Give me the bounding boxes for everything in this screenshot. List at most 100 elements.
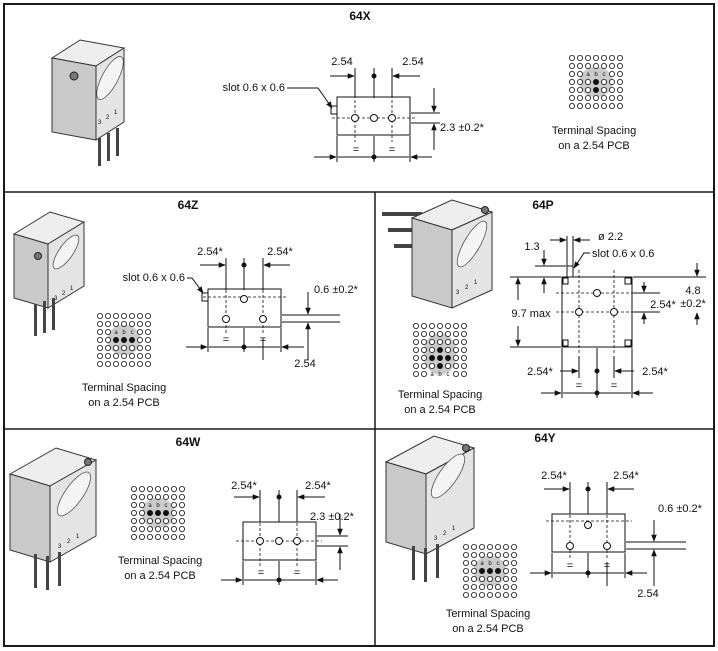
grid-hole bbox=[494, 576, 501, 583]
grid-hole bbox=[486, 552, 493, 559]
grid-hole bbox=[154, 493, 161, 500]
grid-hole bbox=[138, 485, 145, 492]
grid-hole bbox=[577, 103, 584, 110]
dim-height: 0.6 ±0.2* bbox=[658, 503, 703, 515]
grid-hole bbox=[178, 493, 185, 500]
grid-hole bbox=[412, 354, 419, 361]
grid-terminal-hole bbox=[593, 87, 600, 94]
grid-hole bbox=[144, 336, 151, 343]
dim-bottom-right: 2.54* bbox=[642, 366, 668, 378]
grid-hole bbox=[144, 352, 151, 359]
grid-hole bbox=[128, 344, 135, 351]
grid-hole bbox=[510, 544, 517, 551]
dim-equal-left: = bbox=[258, 567, 264, 579]
grid-hole bbox=[136, 328, 143, 335]
dim-pitch-right: 2.54 bbox=[402, 56, 423, 68]
grid-hole bbox=[502, 576, 509, 583]
grid-hole bbox=[97, 328, 104, 335]
grid-hole bbox=[113, 352, 120, 359]
pcb-label: on a 2.54 PCB bbox=[124, 570, 196, 582]
trimmer-potentiometer-icon: 3 2 1 bbox=[382, 199, 494, 309]
grid-hole bbox=[170, 485, 177, 492]
grid-hole bbox=[585, 103, 592, 110]
grid-hole bbox=[128, 320, 135, 327]
dim-diameter: ø 2.2 bbox=[598, 231, 623, 243]
dim-slot: slot 0.6 x 0.6 bbox=[123, 272, 185, 284]
grid-hole bbox=[130, 501, 137, 508]
grid-hole bbox=[178, 526, 185, 533]
grid-hole bbox=[569, 87, 576, 94]
grid-hole bbox=[428, 322, 435, 329]
grid-letter: c bbox=[131, 330, 134, 336]
dim-equal-left: = bbox=[223, 334, 229, 346]
dimension-drawing-64y: 2.54* 2.54* 0.6 ±0.2* = = 2.54 bbox=[530, 470, 703, 600]
grid-hole bbox=[128, 352, 135, 359]
grid-hole bbox=[170, 509, 177, 516]
grid-hole bbox=[130, 485, 137, 492]
grid-hole bbox=[452, 346, 459, 353]
grid-hole bbox=[585, 55, 592, 62]
grid-terminal-hole bbox=[113, 336, 120, 343]
grid-terminal-hole bbox=[478, 568, 485, 575]
grid-hole bbox=[460, 338, 467, 345]
grid-hole bbox=[154, 534, 161, 541]
grid-hole bbox=[478, 544, 485, 551]
grid-hole bbox=[510, 568, 517, 575]
grid-terminal-hole bbox=[486, 568, 493, 575]
grid-hole bbox=[136, 352, 143, 359]
grid-hole bbox=[138, 518, 145, 525]
terminal-spacing-label: Terminal Spacing bbox=[552, 125, 636, 137]
dim-equal-left: = bbox=[576, 380, 582, 392]
grid-hole bbox=[144, 360, 151, 367]
grid-hole bbox=[577, 63, 584, 70]
grid-hole bbox=[510, 592, 517, 599]
grid-hole bbox=[510, 552, 517, 559]
grid-hole bbox=[113, 320, 120, 327]
grid-hole bbox=[436, 338, 443, 345]
grid-hole bbox=[138, 526, 145, 533]
panel-64x: 64X 3 2 1 bbox=[50, 9, 636, 166]
grid-hole bbox=[105, 360, 112, 367]
grid-hole bbox=[444, 362, 451, 369]
dim-bottom-left: 2.54* bbox=[527, 366, 553, 378]
grid-letter: b bbox=[438, 372, 442, 378]
grid-hole bbox=[138, 509, 145, 516]
pcb-label: on a 2.54 PCB bbox=[88, 397, 160, 409]
grid-hole bbox=[593, 103, 600, 110]
grid-letter: a bbox=[430, 372, 434, 378]
grid-hole bbox=[154, 485, 161, 492]
grid-hole bbox=[178, 501, 185, 508]
grid-hole bbox=[444, 346, 451, 353]
grid-hole bbox=[617, 95, 624, 102]
pin-number-2: 2 bbox=[443, 531, 447, 537]
pin-number-2: 2 bbox=[62, 291, 66, 297]
grid-hole bbox=[462, 584, 469, 591]
grid-hole bbox=[601, 55, 608, 62]
grid-terminal-hole bbox=[428, 354, 435, 361]
dimension-drawing-64p: ø 2.2 1.3 slot 0.6 x 0.6 9.7 max 2.54* 4… bbox=[510, 231, 707, 398]
grid-hole bbox=[577, 71, 584, 78]
grid-terminal-hole bbox=[593, 79, 600, 86]
grid-hole bbox=[428, 362, 435, 369]
grid-hole bbox=[577, 95, 584, 102]
grid-hole bbox=[105, 320, 112, 327]
grid-hole bbox=[97, 360, 104, 367]
grid-hole bbox=[105, 328, 112, 335]
dim-pitch-left: 2.54* bbox=[231, 480, 257, 492]
panel-title-64y: 64Y bbox=[534, 431, 555, 445]
grid-hole bbox=[478, 584, 485, 591]
grid-hole bbox=[162, 534, 169, 541]
grid-hole bbox=[569, 79, 576, 86]
grid-hole bbox=[178, 518, 185, 525]
grid-hole bbox=[569, 55, 576, 62]
grid-hole bbox=[601, 95, 608, 102]
dimension-drawing-64w: 2.54* 2.54* 2.3 ±0.2* = = bbox=[221, 480, 355, 585]
grid-hole bbox=[601, 79, 608, 86]
grid-hole bbox=[444, 330, 451, 337]
grid-hole bbox=[138, 493, 145, 500]
grid-hole bbox=[585, 63, 592, 70]
grid-hole bbox=[136, 360, 143, 367]
grid-hole bbox=[121, 312, 128, 319]
grid-hole bbox=[502, 560, 509, 567]
